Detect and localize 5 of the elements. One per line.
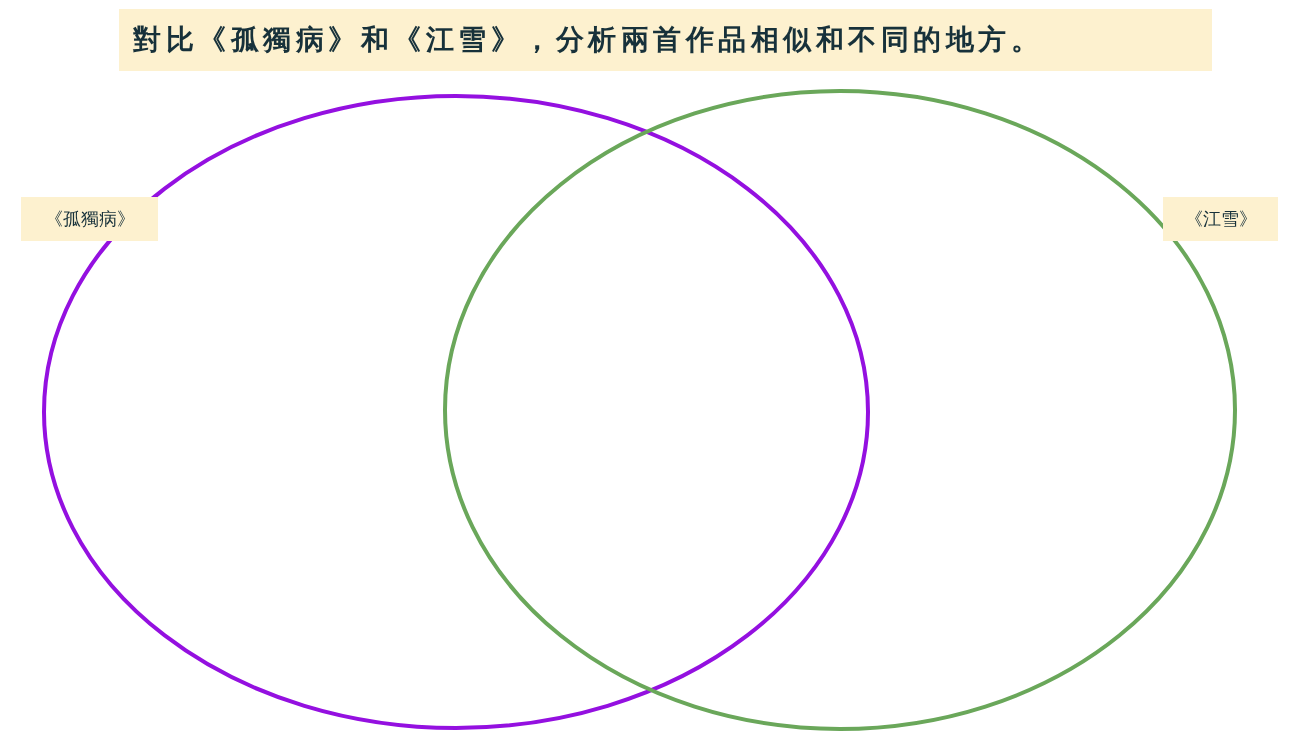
venn-ellipse: [443, 89, 1237, 731]
set-label: 《江雪》: [1163, 197, 1278, 241]
venn-ellipse: [42, 94, 870, 730]
set-label: 《孤獨病》: [21, 197, 158, 241]
title: 對比《孤獨病》和《江雪》，分析兩首作品相似和不同的地方。: [119, 9, 1212, 71]
